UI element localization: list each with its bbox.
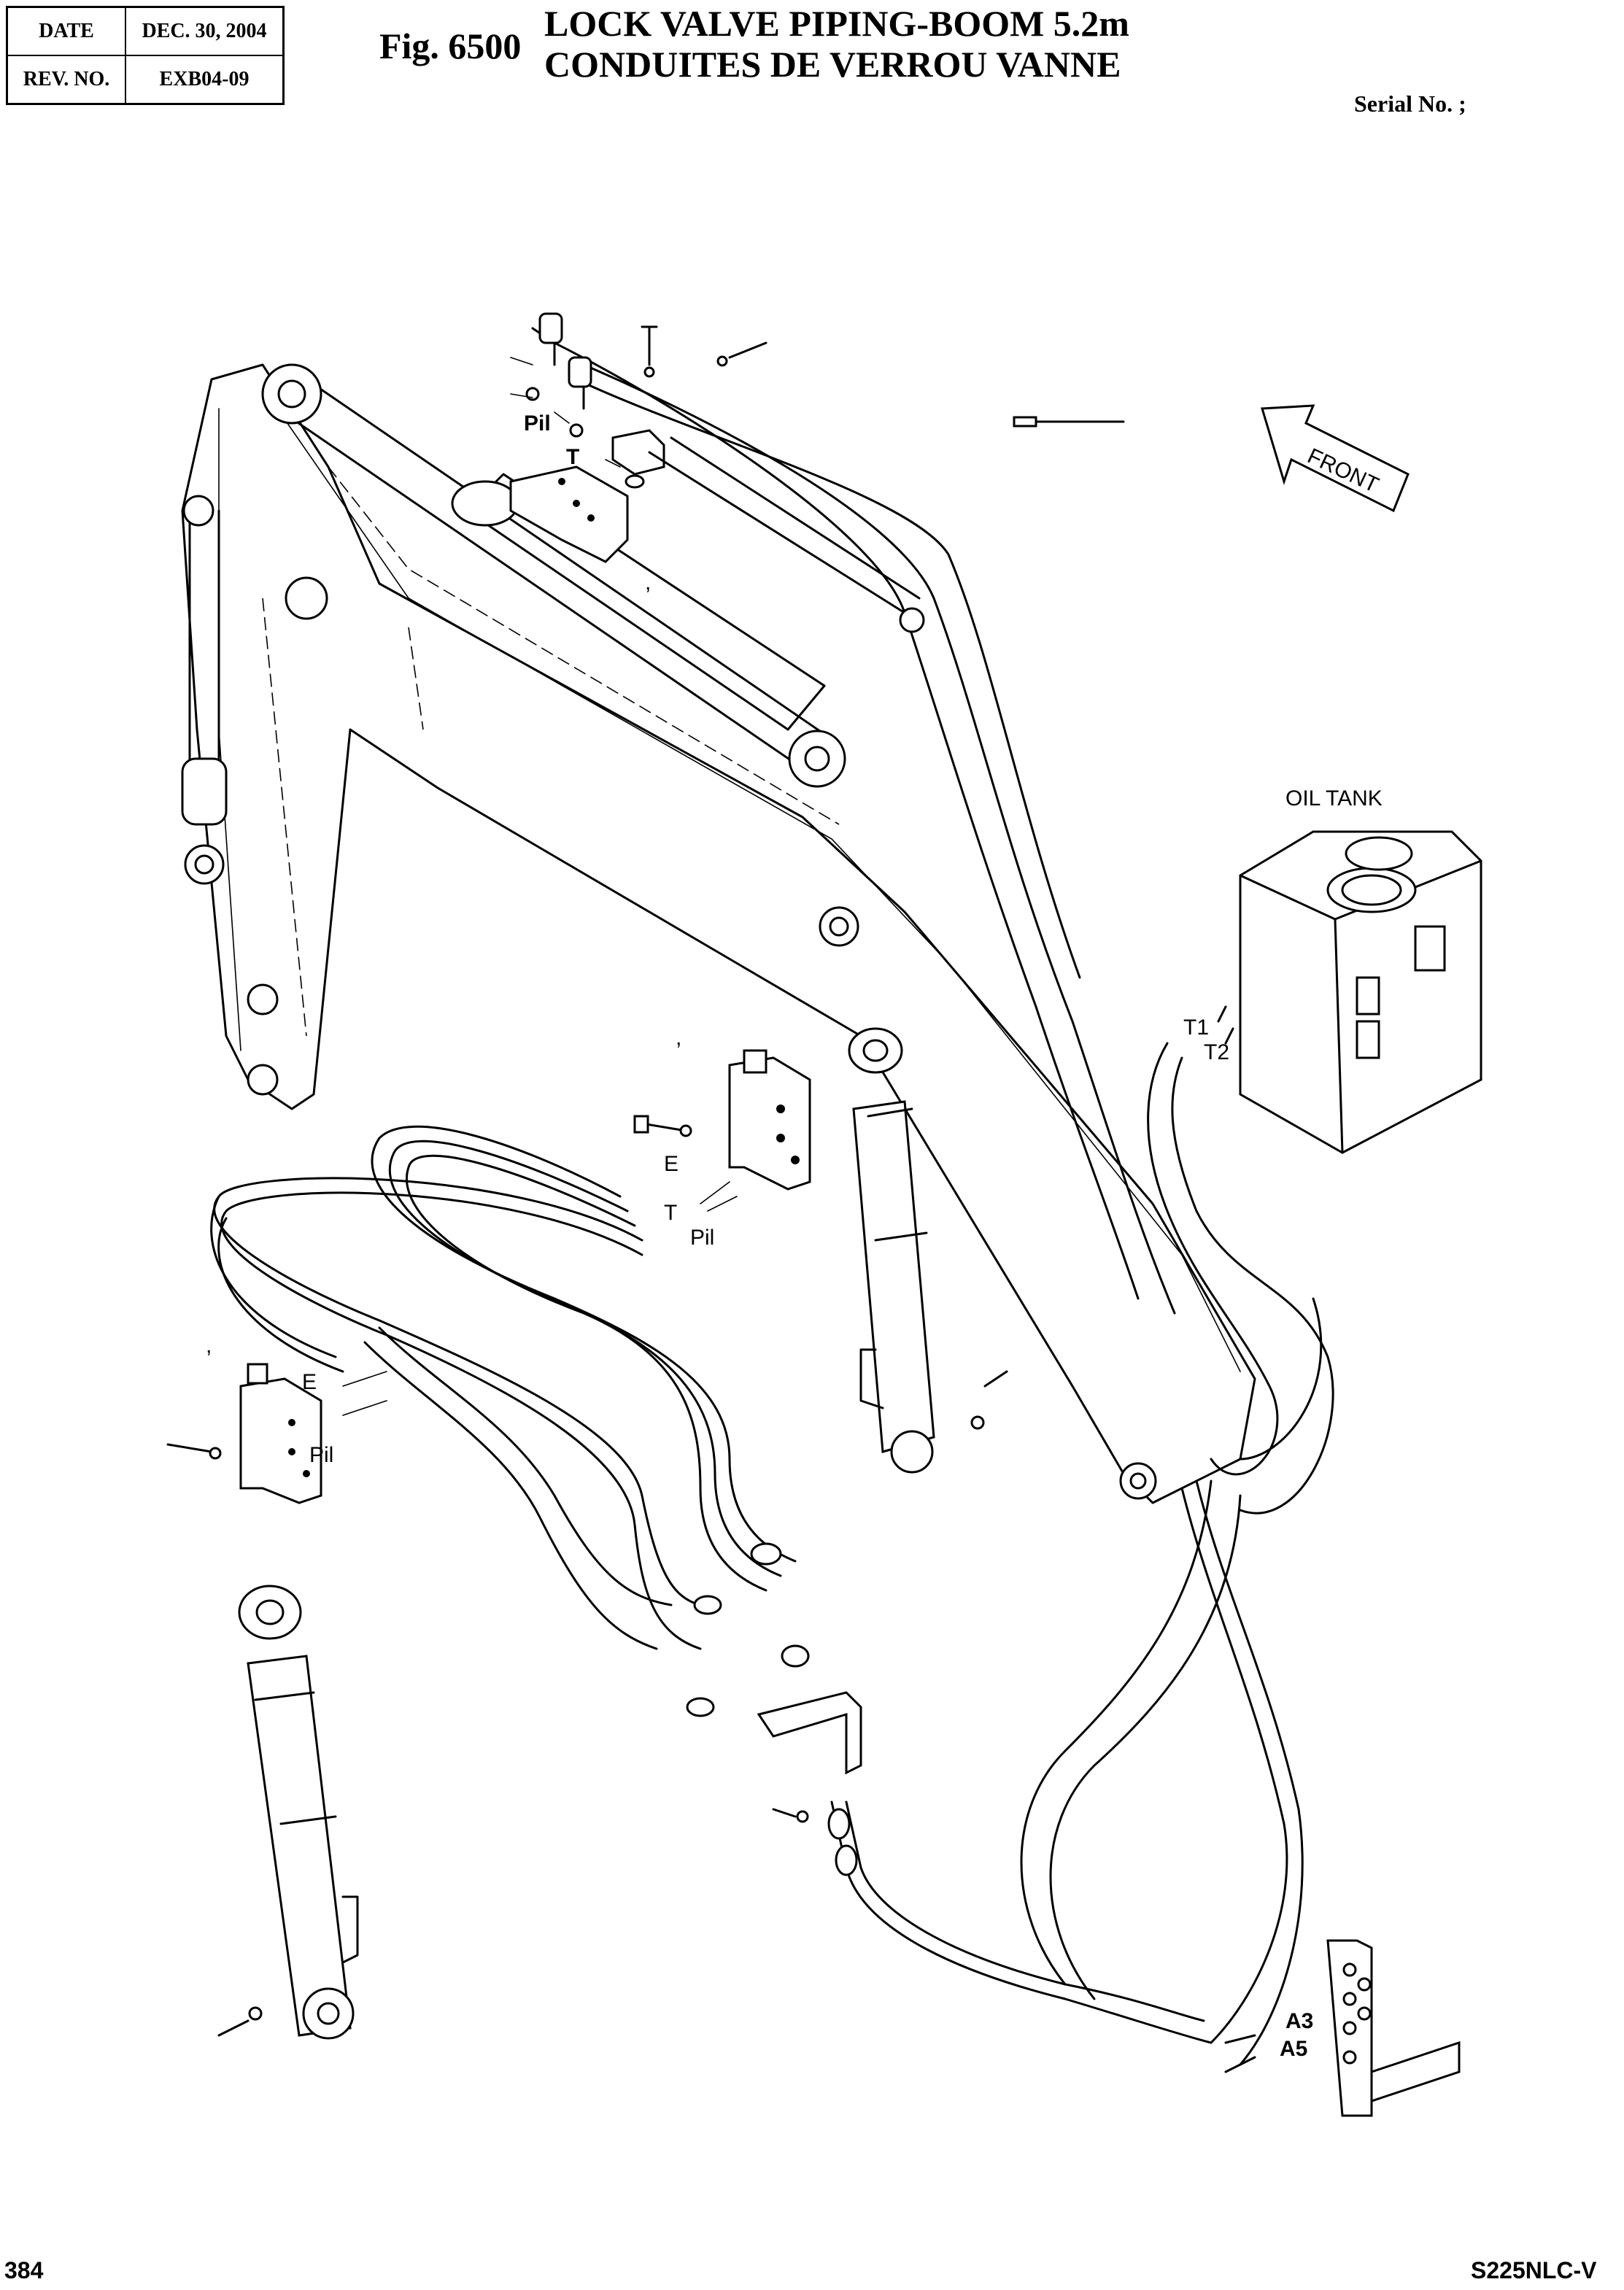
figure-title: LOCK VALVE PIPING-BOOM 5.2m CONDUITES DE… — [544, 3, 1129, 85]
label-t-mid: T — [664, 1201, 677, 1225]
figure-number: Fig. 6500 — [379, 26, 522, 66]
middle-lock-valve: E T Pil , — [633, 1026, 811, 1250]
label-pil-top: Pil — [524, 411, 551, 436]
label-t-top: T — [566, 445, 579, 469]
date-label: DATE — [6, 6, 126, 56]
lower-hoses: A3 A5 — [757, 1479, 1461, 2117]
label-pil-mid: Pil — [690, 1226, 714, 1250]
comma-mark-2: , — [206, 1334, 212, 1358]
arm-cylinder-top — [261, 363, 846, 788]
left-lock-valve: E Pil , — [166, 1334, 387, 1504]
arm-cylinder-bottom — [217, 1585, 359, 2040]
comma-mark-1: , — [676, 1026, 681, 1050]
rev-value: EXB04-09 — [125, 55, 285, 105]
rev-label: REV. NO. — [6, 55, 126, 105]
label-a5: A5 — [1280, 2037, 1307, 2061]
label-t1: T1 — [1183, 1016, 1209, 1040]
model-number: S225NLC-V — [1471, 2257, 1597, 2283]
oil-tank: OIL TANK T1 T2 — [1147, 786, 1482, 1515]
label-e-left: E — [302, 1370, 317, 1394]
date-value: DEC. 30, 2004 — [125, 6, 285, 56]
pin-part — [1013, 416, 1125, 428]
label-t2: T2 — [1204, 1040, 1229, 1064]
label-a3: A3 — [1285, 2009, 1313, 2033]
front-arrow: FRONT — [1261, 404, 1410, 513]
title-line-2: CONDUITES DE VERROU VANNE — [544, 44, 1121, 85]
bucket-link-cylinder — [181, 495, 228, 885]
page-number: 384 — [4, 2257, 44, 2283]
hose-bundle — [210, 1125, 810, 1717]
comma-mark-3: , — [645, 570, 651, 595]
revision-table: DATE DEC. 30, 2004 REV. NO. EXB04-09 — [6, 6, 285, 105]
boom-structure — [181, 363, 1256, 1504]
serial-number: Serial No. ; — [1354, 90, 1466, 117]
boom-cylinder-right — [848, 1027, 1008, 1474]
label-pil-left: Pil — [309, 1443, 333, 1467]
label-e-mid: E — [664, 1152, 678, 1176]
top-lock-valve — [509, 312, 1176, 1315]
oil-tank-label: OIL TANK — [1285, 786, 1383, 811]
title-line-1: LOCK VALVE PIPING-BOOM 5.2m — [544, 3, 1129, 44]
